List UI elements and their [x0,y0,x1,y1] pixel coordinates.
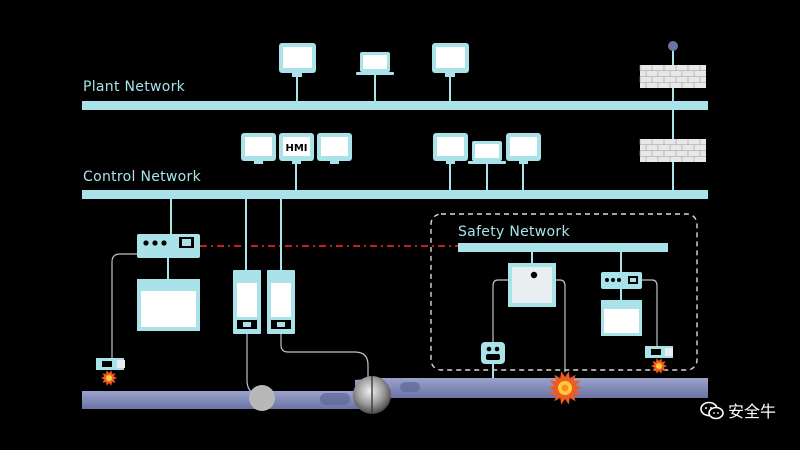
plc-icon[interactable] [267,270,295,334]
sensor-icon[interactable] [481,342,505,380]
monitor-icon [432,43,469,77]
plant-laptop[interactable] [356,52,394,101]
plc-icon[interactable] [601,272,642,289]
laptop-icon [356,52,394,75]
monitor-icon [317,133,352,164]
monitor-icon [506,133,541,164]
control-workstation-3[interactable] [433,133,468,190]
sensor-wire-mid-2 [280,334,369,380]
hmi-panel[interactable]: HMI [279,133,314,190]
alert-burst-icon [548,371,582,405]
valve-icon[interactable] [249,385,275,411]
safety-network-bus [458,243,668,252]
safety-controller[interactable] [508,263,556,307]
control-laptop[interactable] [468,141,506,190]
plant-workstation-1[interactable] [279,43,316,101]
control-network-bus [82,190,708,199]
firewall-icon [639,65,706,88]
plc-icon[interactable] [137,234,200,258]
safety-wire-right [642,279,658,346]
control-workstation-1[interactable] [241,133,276,164]
watermark: 安全牛 [700,398,776,422]
watermark-text: 安全牛 [727,402,776,421]
safety-display[interactable] [601,300,642,336]
alert-burst-icon [651,358,667,374]
plant-network-label: Plant Network [83,79,186,95]
process-pipe [82,378,708,409]
hmi-label: HMI [285,143,307,154]
control-workstation-4[interactable] [506,133,541,190]
alert-burst-icon [101,370,117,386]
safety-wire-left [492,279,508,342]
monitor-icon [279,43,316,77]
wechat-icon [700,401,724,421]
plc-icon[interactable] [233,270,261,334]
sensor-icon[interactable] [96,358,125,370]
safety-network-label: Safety Network [458,224,570,240]
laptop-icon [468,141,506,164]
controller-display[interactable] [137,279,200,331]
control-workstation-2[interactable] [317,133,352,164]
sensor-icon[interactable] [645,346,673,358]
plant-network-bus [82,101,708,110]
sensor-wire-left [111,253,137,358]
safety-wire-alert [556,279,566,372]
uplink-antenna [668,41,678,66]
plant-workstation-2[interactable] [432,43,469,101]
firewall-icon [639,139,706,162]
monitor-icon [433,133,468,164]
safety-zone [430,213,698,371]
control-network-label: Control Network [83,169,202,185]
monitor-icon [241,133,276,164]
